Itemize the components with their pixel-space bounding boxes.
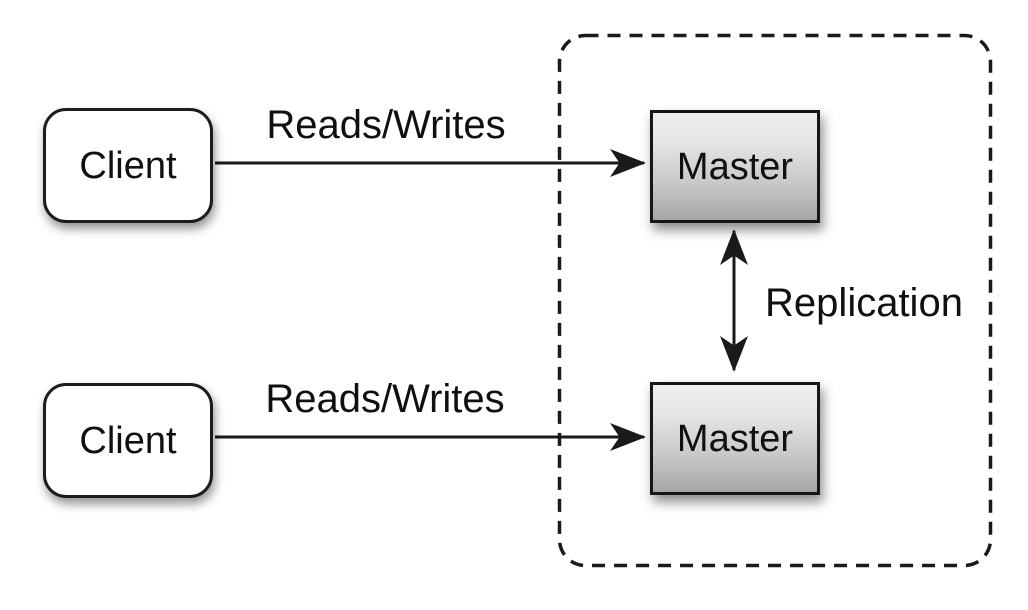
edge-label-reads-writes-bottom: Reads/Writes: [265, 377, 505, 421]
edge-label-reads-writes-top: Reads/Writes: [266, 103, 506, 147]
node-master-bottom-label: Master: [676, 417, 794, 460]
edge-label-replication: Replication: [765, 281, 963, 325]
node-client-bottom-label: Client: [79, 419, 177, 462]
master-cluster-dashed-border: [557, 33, 993, 568]
node-client-top: Client: [43, 108, 213, 223]
node-client-top-label: Client: [79, 144, 177, 187]
node-master-top: Master: [650, 110, 820, 223]
node-master-top-label: Master: [676, 145, 794, 188]
node-client-bottom: Client: [43, 383, 213, 498]
node-master-bottom: Master: [650, 382, 820, 495]
